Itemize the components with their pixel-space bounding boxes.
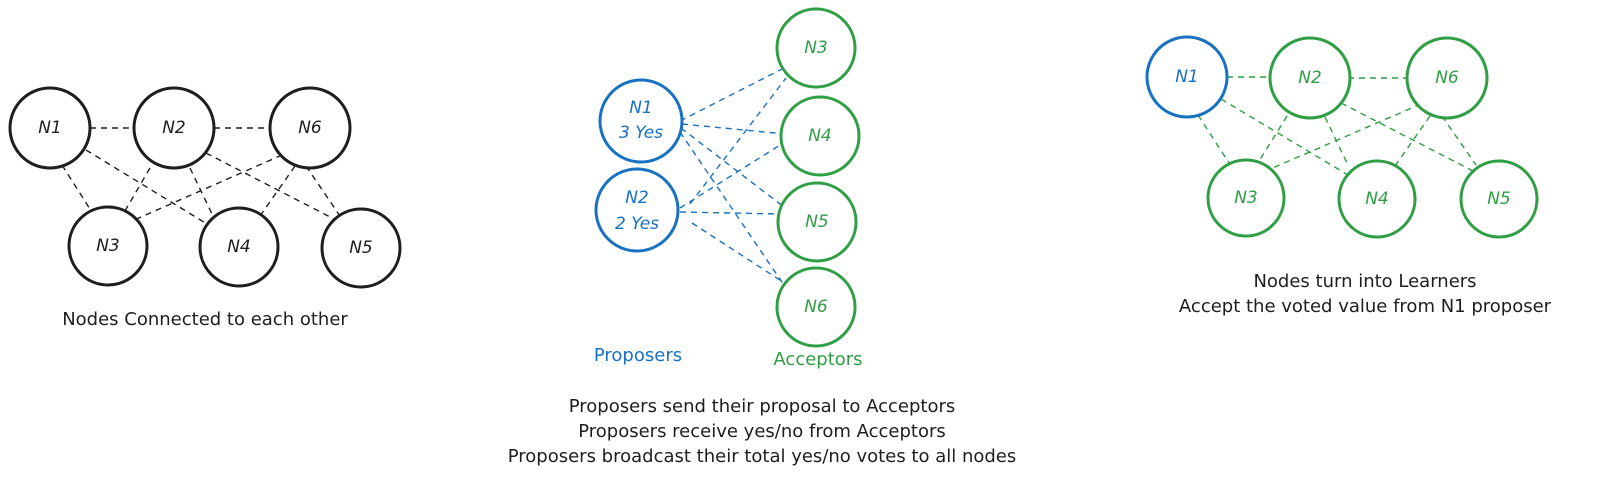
- node-label: N4: [227, 237, 251, 257]
- acceptors-label: Acceptors: [773, 349, 862, 370]
- edge-n2-n3: [1255, 115, 1288, 167]
- edge-n1-n5: [680, 127, 785, 208]
- acceptor-n5: N5: [776, 181, 858, 263]
- node-label: N6: [804, 297, 828, 317]
- panel1-edges: [61, 127, 341, 225]
- edge-n2-n3: [689, 77, 787, 205]
- panel-learners: N1 N2 N6 N3 N4 N5 Nodes turn into Learne…: [1145, 35, 1552, 317]
- node-label: N4: [808, 126, 832, 146]
- node-label: N3: [804, 38, 828, 58]
- node-label: N3: [1234, 188, 1258, 208]
- node-label: N2: [162, 118, 186, 138]
- edge-n6-n3: [1267, 103, 1422, 171]
- panel1-caption: Nodes Connected to each other: [62, 309, 348, 330]
- node-label: N6: [298, 118, 322, 138]
- learner-n3: N3: [1206, 158, 1286, 238]
- panel3-caption-line: Accept the voted value from N1 proposer: [1179, 296, 1552, 317]
- edge-n1-n4: [681, 123, 786, 135]
- node-label: N6: [1435, 68, 1459, 88]
- learner-n6: N6: [1405, 36, 1489, 120]
- proposer-n2: N2 2 Yes: [594, 167, 680, 253]
- node-label: N5: [349, 238, 373, 258]
- edge-n6-n5: [305, 165, 341, 217]
- panel2-caption-line: Proposers send their proposal to Accepto…: [569, 396, 956, 417]
- edge-n1-n4: [1220, 98, 1349, 176]
- learner-n1: N1: [1145, 35, 1229, 119]
- learner-n2: N2: [1268, 36, 1352, 120]
- edge-n2-n6: [691, 222, 787, 285]
- edge-n1-n3: [679, 67, 785, 122]
- edge-n6-n5: [1441, 115, 1477, 166]
- edge-n6-n3: [131, 154, 283, 222]
- node-n2: N2: [132, 86, 216, 170]
- panel2-caption-line: Proposers receive yes/no from Acceptors: [578, 421, 946, 442]
- node-label: N5: [805, 212, 829, 232]
- node-n1: N1: [8, 86, 92, 170]
- proposers-label: Proposers: [594, 345, 682, 366]
- edge-n1-n3: [61, 164, 96, 218]
- node-n3: N3: [67, 205, 149, 287]
- acceptor-n6: N6: [775, 266, 857, 348]
- edge-n6-n4: [259, 165, 296, 217]
- edge-n1-n4: [85, 149, 208, 225]
- acceptor-n4: N4: [779, 95, 861, 177]
- edge-n1-n6: [679, 131, 787, 289]
- node-label: N4: [1365, 189, 1389, 209]
- edge-n1-n3: [1197, 114, 1232, 167]
- vote-count: 2 Yes: [615, 214, 659, 234]
- learner-n4: N4: [1337, 159, 1417, 239]
- node-label: N3: [96, 236, 120, 256]
- acceptor-n3: N3: [775, 7, 857, 89]
- node-label: N5: [1487, 189, 1511, 209]
- edge-n2-n5: [679, 211, 781, 215]
- panel-all-nodes: N1 N2 N6 N3 N4 N5 Nodes Connected to eac…: [8, 86, 402, 330]
- proposer-n1: N1 3 Yes: [598, 78, 684, 164]
- node-label: N2: [1298, 68, 1322, 88]
- node-n5: N5: [320, 207, 402, 289]
- node-n4: N4: [198, 206, 280, 288]
- panel2-caption-line: Proposers broadcast their total yes/no v…: [508, 446, 1017, 467]
- node-label: N1: [629, 98, 653, 118]
- vote-count: 3 Yes: [619, 123, 663, 143]
- panel2-edges: [679, 67, 789, 289]
- edge-n2-n5: [205, 152, 337, 221]
- node-label: N1: [38, 118, 62, 138]
- panel3-caption-line: Nodes turn into Learners: [1253, 271, 1476, 292]
- edge-n2-n3: [121, 167, 151, 217]
- edge-n6-n4: [1394, 115, 1431, 167]
- panel3-edges: [1197, 76, 1477, 176]
- panel-proposers-acceptors: N1 3 Yes N2 2 Yes N3 N4 N5 N6 Proposers …: [508, 7, 1017, 467]
- node-label: N1: [1175, 67, 1199, 87]
- node-label: N2: [625, 188, 649, 208]
- learner-n5: N5: [1459, 159, 1539, 239]
- node-n6: N6: [268, 86, 352, 170]
- edge-n2-n5: [1340, 102, 1476, 173]
